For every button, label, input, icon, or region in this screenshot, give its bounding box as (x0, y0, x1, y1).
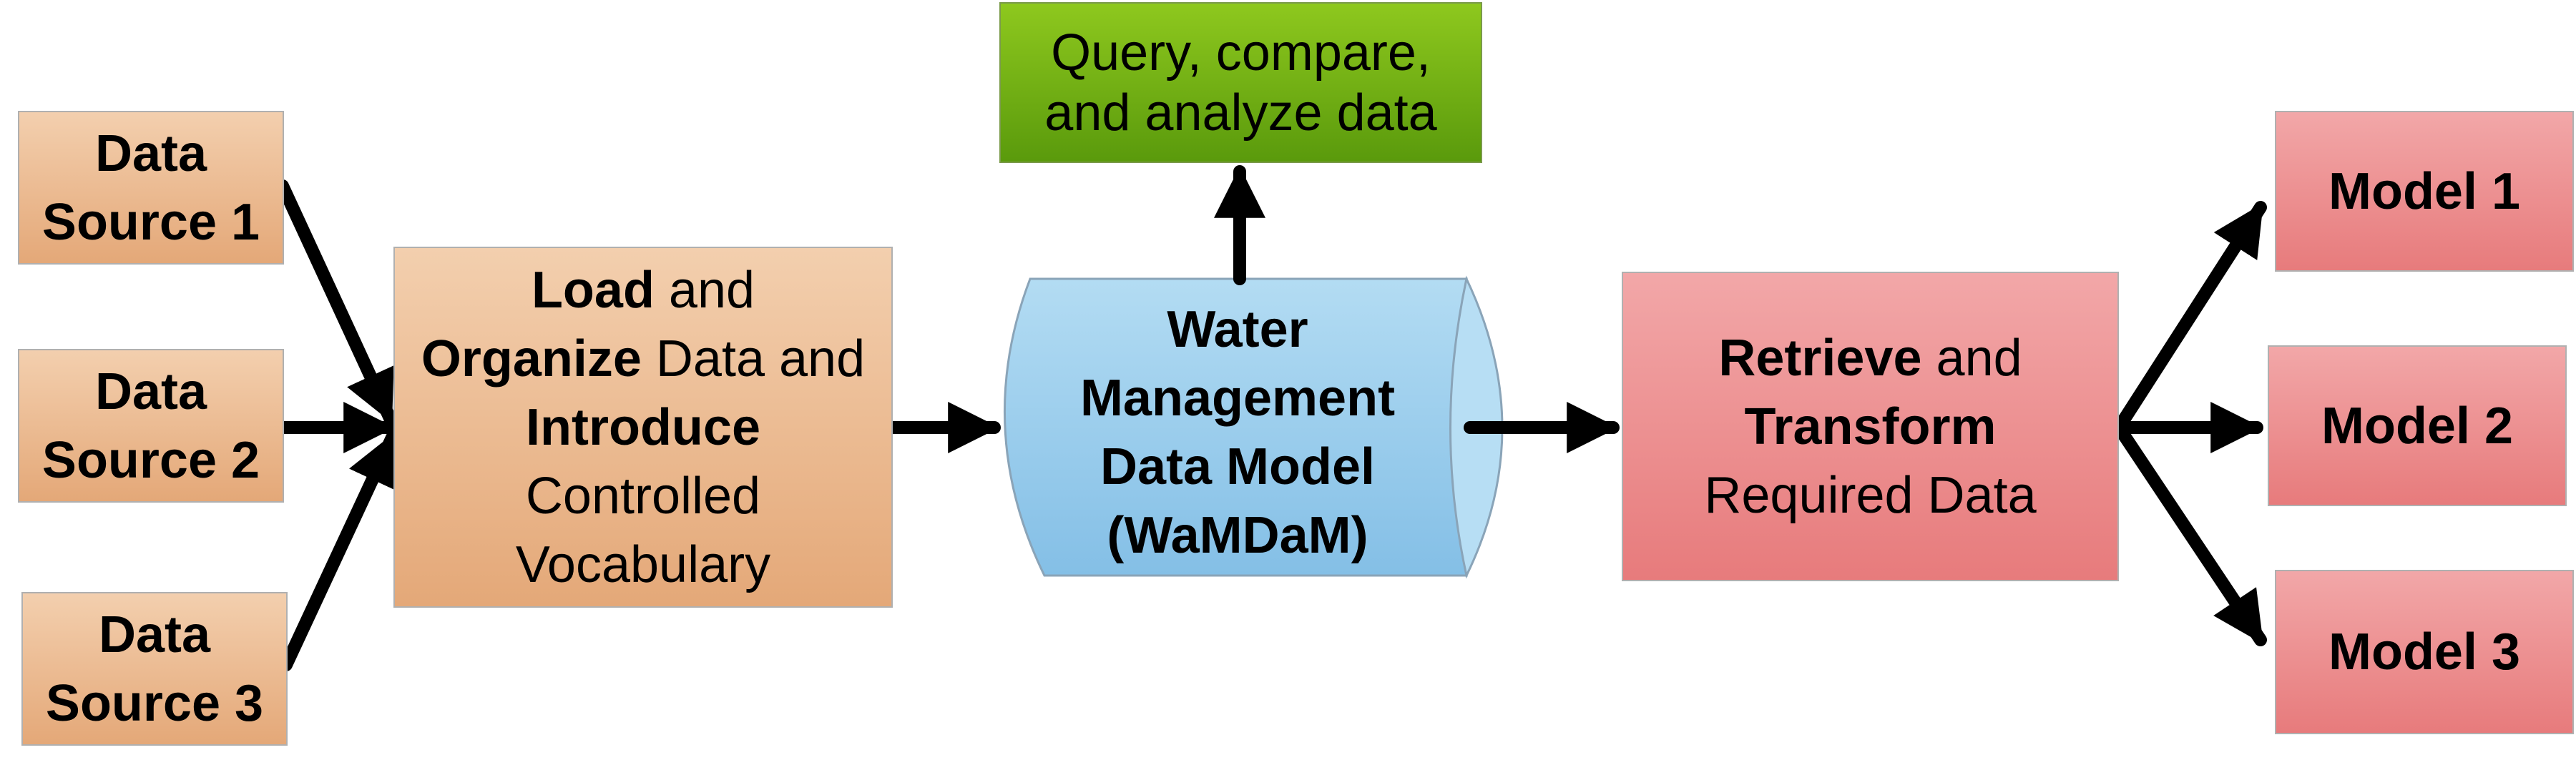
data-source-2-line1: Data (94, 362, 207, 420)
load-word-load: Load (531, 261, 655, 319)
wamdam-line2: Management (1079, 370, 1396, 427)
data-source-1-line2: Source 1 (41, 193, 260, 251)
arrow-source1-to-load (276, 179, 396, 425)
wamdam-line1: Water (1167, 301, 1308, 358)
data-source-2-line2: Source 2 (41, 431, 260, 489)
query-line1: Query, compare, (1051, 24, 1431, 82)
load-word-controlled: Controlled (525, 467, 761, 525)
load-word-introduce: Introduce (525, 398, 760, 456)
model-1-box: Model 1 (2275, 111, 2574, 272)
data-source-3-line2: Source 3 (45, 674, 264, 732)
load-word-vocabulary: Vocabulary (515, 536, 771, 593)
wamdam-label: Water Management Data Model (WaMDaM) (1016, 286, 1459, 579)
retrieve-transform-box: Retrieve and Transform Required Data (1622, 272, 2119, 581)
arrow-source3-to-load (280, 431, 398, 671)
load-organize-box: Load and Organize Data and Introduce Con… (393, 247, 893, 608)
load-word-and: and (654, 261, 755, 319)
query-line2: and analyze data (1044, 84, 1437, 142)
load-word-data-and: Data and (641, 330, 866, 388)
retrieve-word-required-data: Required Data (1704, 466, 2037, 524)
model-2-box: Model 2 (2268, 345, 2567, 506)
model-1-label: Model 1 (2328, 162, 2521, 220)
arrow-retrieve-to-model1 (2112, 201, 2267, 434)
arrow-retrieve-to-model3 (2112, 421, 2267, 646)
data-source-3-line1: Data (98, 606, 211, 663)
retrieve-word-transform: Transform (1744, 398, 1997, 455)
query-analyze-box: Query, compare, and analyze data (999, 2, 1482, 163)
load-word-organize: Organize (421, 330, 642, 388)
model-3-label: Model 3 (2328, 623, 2521, 681)
model-3-box: Model 3 (2275, 570, 2574, 734)
wamdam-line3: Data Model (1100, 438, 1376, 495)
wamdam-line4: (WaMDaM) (1107, 507, 1368, 564)
model-2-label: Model 2 (2321, 397, 2514, 455)
retrieve-word-retrieve: Retrieve (1718, 329, 1922, 387)
data-source-1-line1: Data (94, 124, 207, 182)
retrieve-word-and: and (1921, 329, 2022, 387)
